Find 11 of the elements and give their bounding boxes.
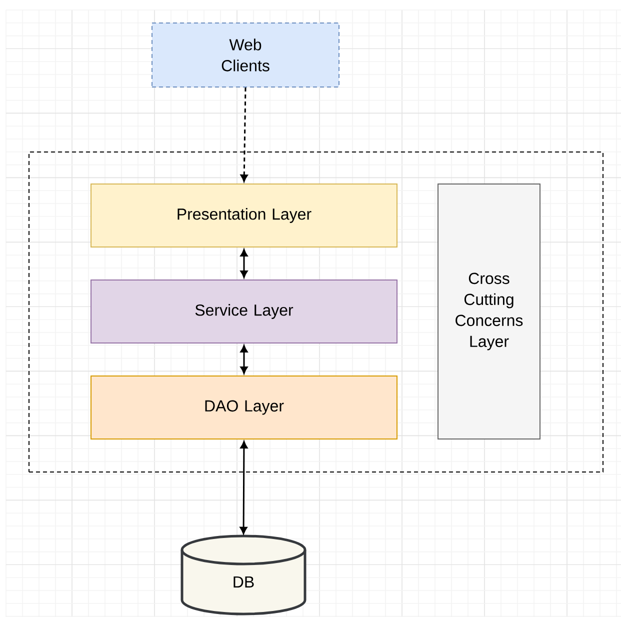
client-box: Web Clients [152, 22, 340, 88]
arrow [240, 249, 248, 278]
arrow [240, 345, 248, 374]
container-frame [28, 152, 604, 472]
database-cylinder: DB [180, 534, 306, 616]
layer-box: DAO Layer [90, 376, 398, 440]
layer-box: Presentation Layer [90, 184, 398, 248]
layer-box: Service Layer [90, 280, 398, 344]
arrow [240, 441, 248, 534]
dashed-arrow [240, 87, 248, 182]
side-layer-box: Cross Cutting Concerns Layer [438, 184, 540, 440]
